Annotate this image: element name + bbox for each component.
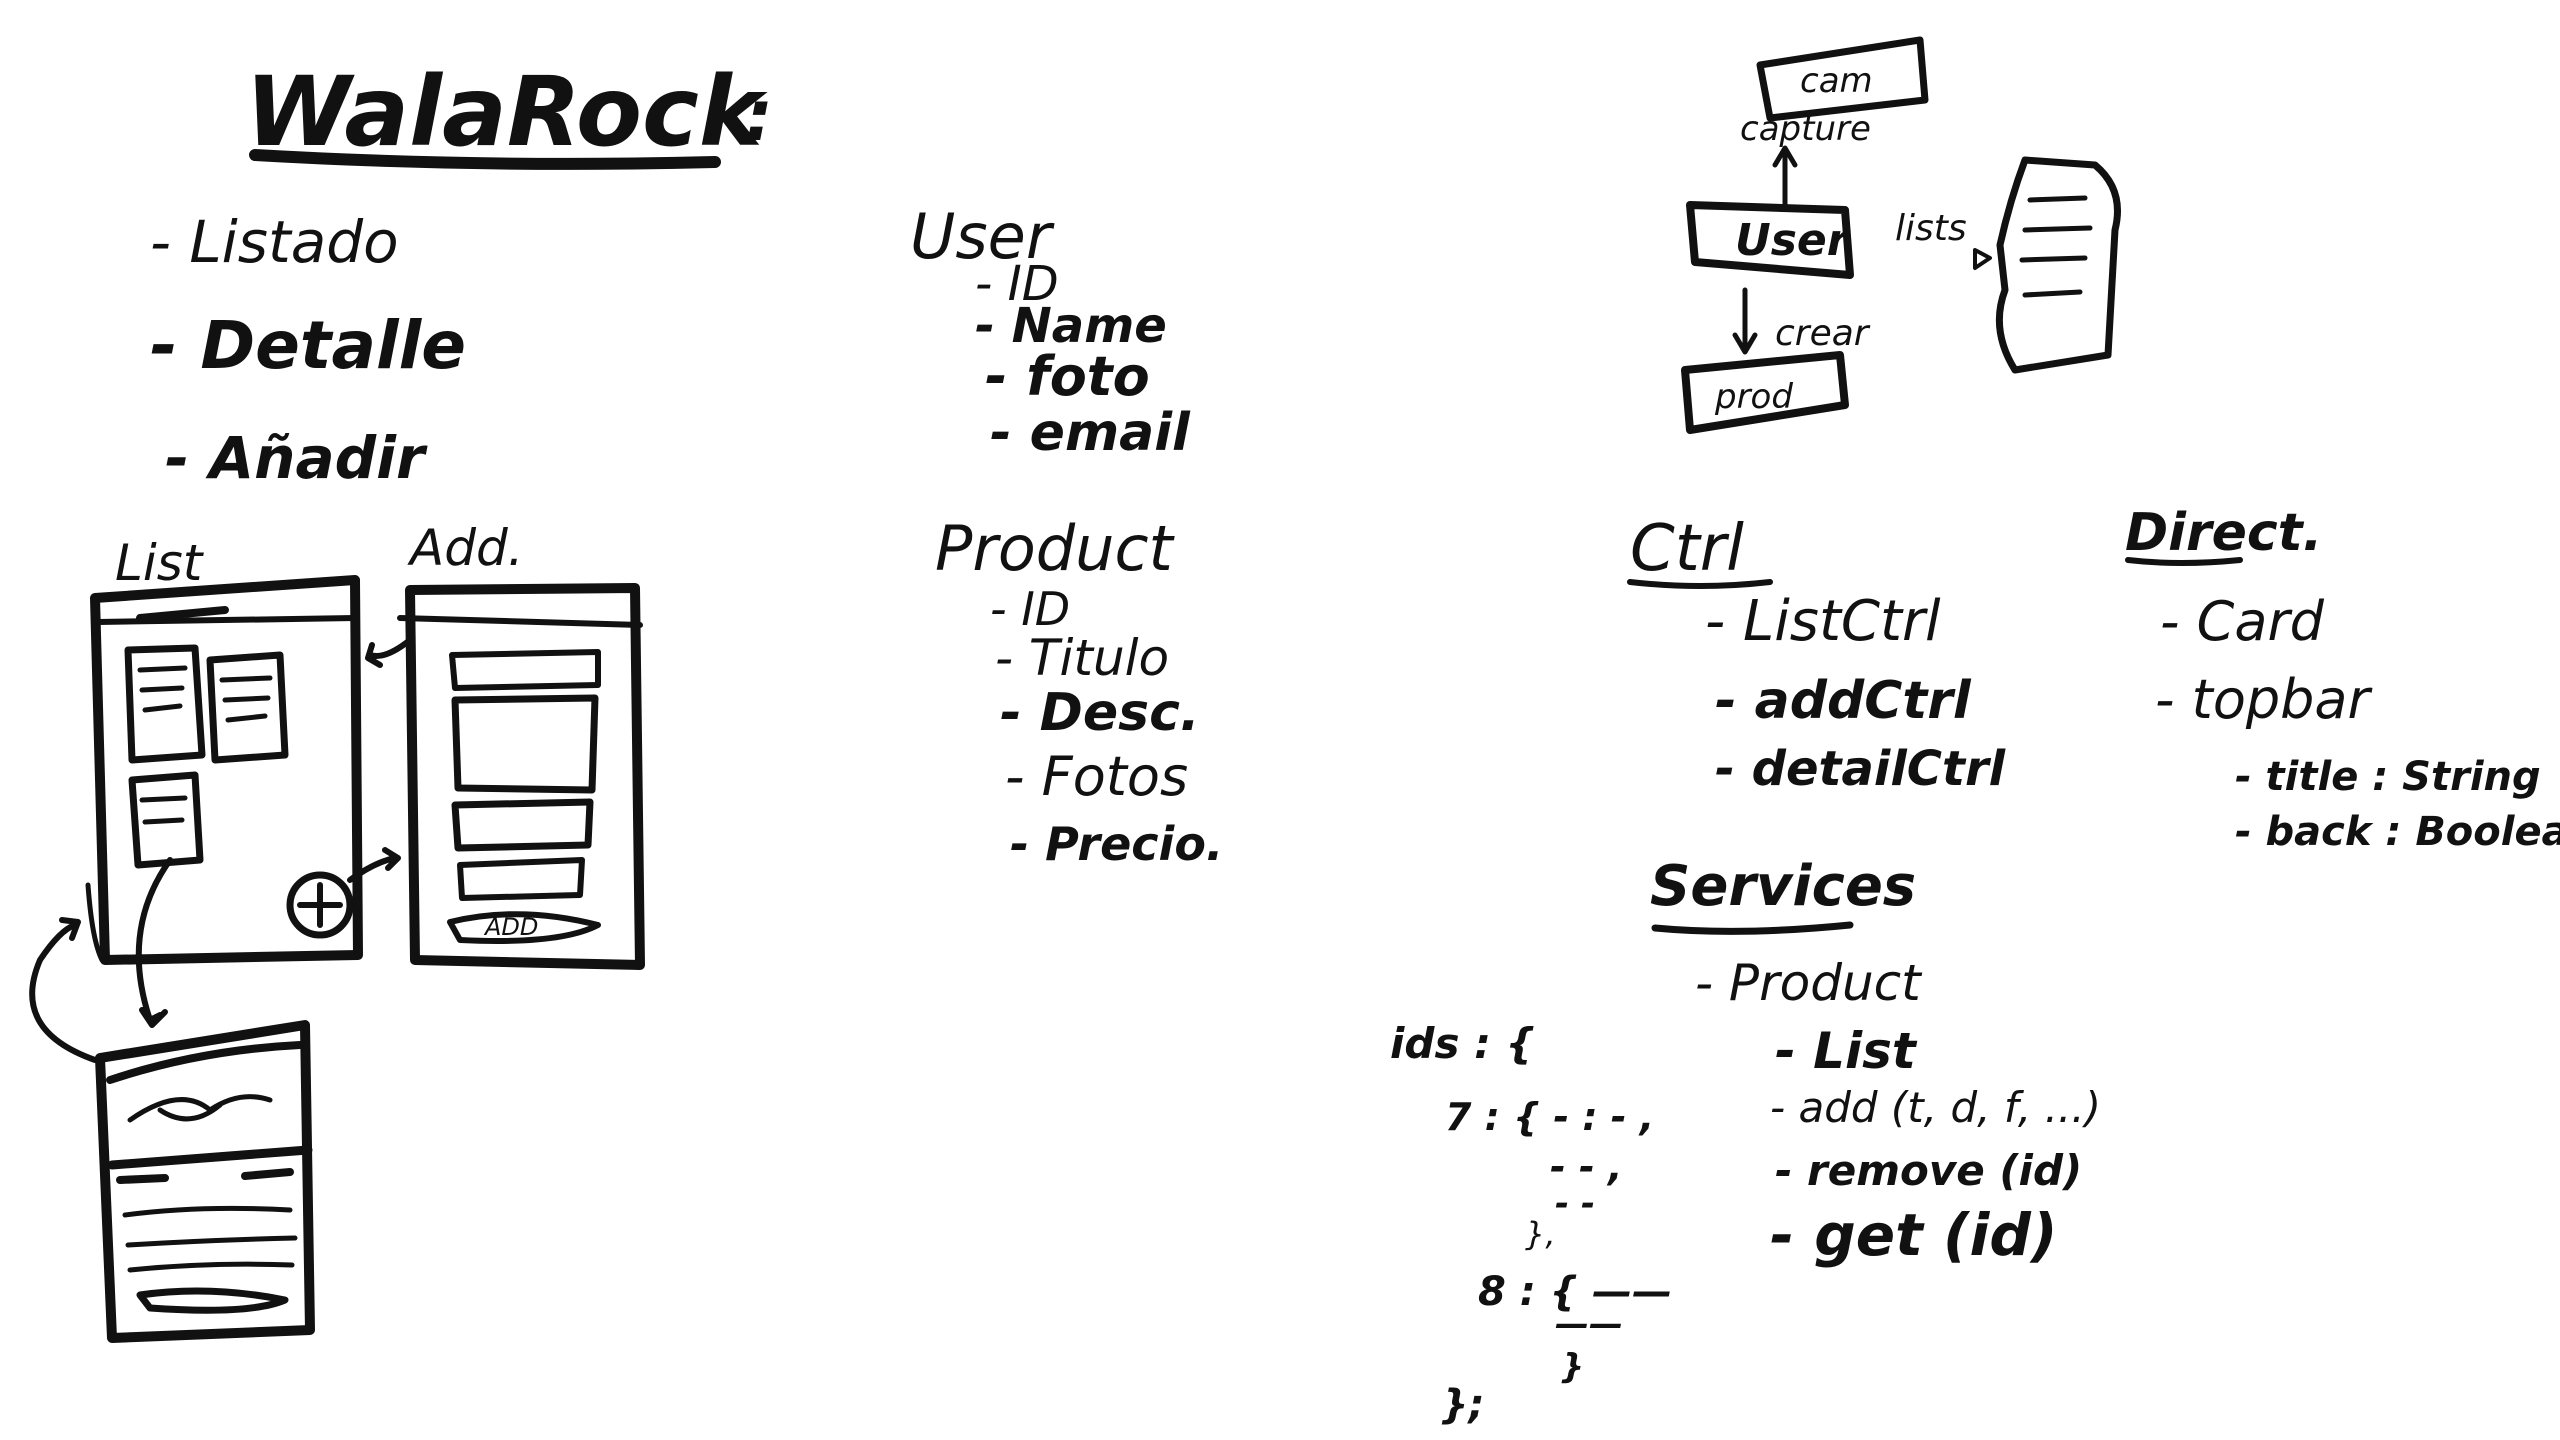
structure-line-2: 7 : { - : - , xyxy=(1445,1095,1654,1139)
ctrl-underline xyxy=(1627,579,1773,589)
ctrl-heading: Ctrl xyxy=(1630,512,1744,586)
topbar-prop-back: - back : Boolean xyxy=(2235,809,2560,855)
arrow-down-to-product xyxy=(1732,287,1758,355)
product-method-get: - get (id) xyxy=(1770,1201,2057,1269)
arrow-up-to-camera xyxy=(1772,145,1798,208)
product-field-fotos: - Fotos xyxy=(1005,745,1188,808)
title-underline xyxy=(249,149,721,170)
direct-item-card: - Card xyxy=(2160,590,2325,653)
feature-listado: - Listado xyxy=(150,208,399,276)
structure-line-5: }, xyxy=(1525,1215,1556,1253)
structure-line-7: —— xyxy=(1555,1304,1623,1344)
product-field-id: - ID xyxy=(990,582,1070,636)
user-field-email: - email xyxy=(990,403,1191,463)
wireframe-add-label: Add. xyxy=(407,519,524,577)
product-method-remove: - remove (id) xyxy=(1775,1146,2082,1195)
user-field-name: - Name xyxy=(975,298,1167,354)
feature-anadir: - Añadir xyxy=(165,424,428,492)
structure-line-3: - - , xyxy=(1550,1145,1622,1189)
ctrl-item-listctrl: - ListCtrl xyxy=(1705,589,1941,654)
wireframe-add-screen: ADD xyxy=(397,583,645,970)
nav-arrow-list-to-detail xyxy=(135,857,173,1028)
wireframe-list-label: List xyxy=(115,534,205,592)
ctrl-item-detailctrl: - detailCtrl xyxy=(1715,741,2006,797)
title-colon: : xyxy=(745,75,773,157)
camera-label: cam xyxy=(1800,61,1873,101)
wireframe-list-screen xyxy=(90,575,363,965)
list-label: lists xyxy=(1895,208,1967,249)
structure-line-4: - - xyxy=(1555,1184,1595,1224)
arrow-to-list-doc xyxy=(1973,248,1992,270)
direct-item-topbar: - topbar xyxy=(2155,668,2373,731)
product-box xyxy=(1681,351,1849,434)
ctrl-item-addctrl: - addCtrl xyxy=(1715,671,1972,731)
user-box xyxy=(1686,201,1854,279)
user-box-label: User xyxy=(1735,215,1851,266)
user-heading: User xyxy=(910,200,1055,273)
structure-line-6: 8 : { —— xyxy=(1478,1269,1672,1315)
capture-label: capture xyxy=(1740,109,1871,149)
list-card-1 xyxy=(124,644,206,764)
flow-diagram: cam capture User lists crear prod xyxy=(1681,36,2121,434)
services-item-product: - Product xyxy=(1695,954,1923,1012)
direct-heading: Direct. xyxy=(2125,503,2322,563)
product-method-list: - List xyxy=(1775,1022,1918,1080)
structure-line-9: }; xyxy=(1440,1382,1484,1428)
structure-line-8: } xyxy=(1560,1347,1584,1387)
add-screen-button-label: ADD xyxy=(483,913,538,941)
wireframe-detail-screen xyxy=(95,1020,315,1343)
nav-arrow-detail-to-list xyxy=(29,917,98,1063)
list-card-2 xyxy=(206,651,289,764)
nav-arrow-add-to-list xyxy=(365,637,413,668)
feature-detalle: - Detalle xyxy=(150,307,466,384)
nav-arrow-fab-to-add xyxy=(347,847,401,883)
product-method-add: - add (t, d, f, ...) xyxy=(1770,1083,2101,1132)
user-field-id: - ID xyxy=(975,256,1059,312)
add-fab-icon xyxy=(286,871,354,939)
services-heading: Services xyxy=(1650,854,1916,919)
camera-box xyxy=(1756,36,1929,122)
topbar-prop-title: - title : String xyxy=(2235,754,2541,800)
structure-line-1: ids : { xyxy=(1390,1019,1535,1068)
product-heading: Product xyxy=(935,512,1176,585)
user-field-foto: - foto xyxy=(985,345,1150,408)
nav-arrow-list-side xyxy=(85,882,105,963)
create-label: crear xyxy=(1775,313,1871,354)
list-card-3 xyxy=(128,771,204,869)
product-field-desc: - Desc. xyxy=(1000,683,1200,743)
product-field-titulo: - Titulo xyxy=(995,629,1169,687)
services-underline xyxy=(1651,921,1854,935)
title: WalaRock xyxy=(245,56,768,168)
product-box-label: prod xyxy=(1714,377,1793,417)
direct-underline xyxy=(2125,557,2243,566)
list-structure-sketch: ids : { 7 : { - : - , - - , - - }, 8 : {… xyxy=(1390,1019,1672,1428)
product-field-precio: - Precio. xyxy=(1010,817,1223,871)
list-doc-icon xyxy=(1995,156,2121,374)
